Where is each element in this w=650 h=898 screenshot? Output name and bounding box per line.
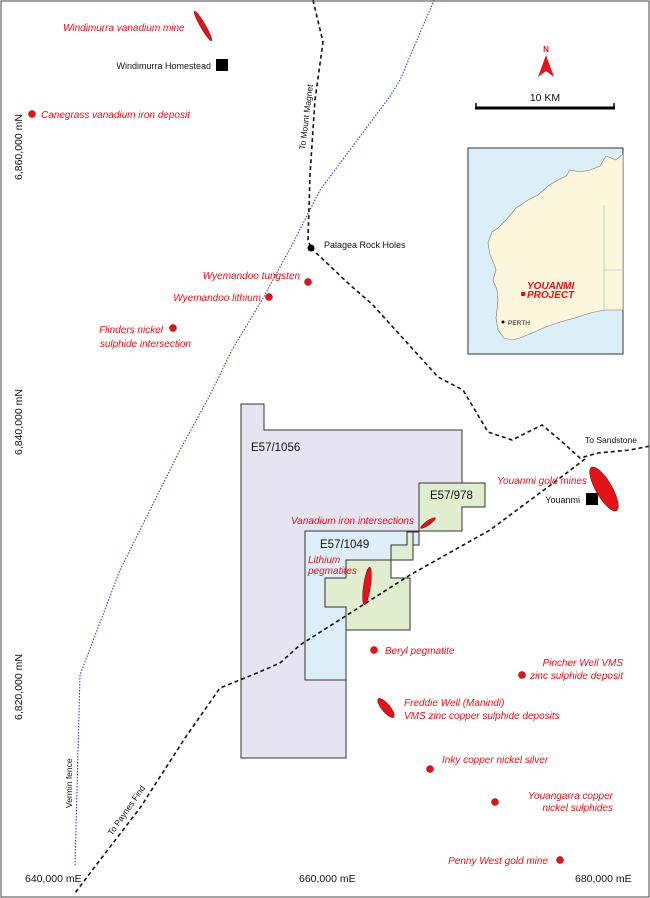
windimurra-mine-marker — [193, 10, 213, 42]
lithium-pegmatites-marker — [362, 566, 372, 606]
wyemandoo-tungsten-marker — [304, 278, 312, 286]
freddie-well-marker — [377, 698, 395, 718]
scale-label: 10 KM — [530, 92, 560, 104]
youanmi-label: Youanmi — [545, 495, 580, 505]
pincher-label-line-2: zinc sulphide deposit — [529, 671, 624, 682]
flinders-label-line-1: Flinders nickel — [99, 325, 164, 336]
inset-perth-label: PERTH — [508, 320, 530, 327]
scale-bar: 10 KM — [475, 92, 615, 110]
north-arrow: N — [538, 45, 554, 77]
inset-project-label: YOUANMI — [527, 281, 574, 292]
wyemandoo-lithium-marker — [265, 293, 273, 301]
easting-label-1: 640,000 mE — [25, 873, 82, 885]
canegrass-label: Canegrass vanadium iron deposit — [41, 110, 191, 121]
easting-label-3: 680,000 mE — [575, 873, 632, 885]
north-label: N — [543, 45, 549, 54]
palagea-label: Palagea Rock Holes — [324, 240, 406, 250]
freddie-label-line-1: Freddie Well (Manindi) — [404, 698, 504, 709]
road-label-paynes-find: To Paynes Find — [105, 783, 147, 837]
tenement-e57-1056-label: E57/1056 — [251, 442, 300, 454]
northing-label-1: 6,860,000 mN — [13, 114, 25, 180]
north-arrow-icon — [538, 55, 554, 77]
windimurra-homestead-label: Windimurra Homestead — [116, 61, 211, 71]
inset-map: YOUANMI PROJECT PERTH — [467, 147, 624, 355]
palagea-marker — [307, 244, 315, 252]
wyemandoo-tungsten-label: Wyemandoo tungsten — [203, 271, 301, 282]
windimurra-homestead-marker — [216, 59, 228, 71]
inset-perth-marker — [501, 320, 505, 324]
pincher-well-marker — [518, 671, 526, 679]
freddie-label-line-2: VMS zinc copper sulphide deposits — [404, 711, 560, 722]
vermin-fence-label: Vermin fence — [64, 758, 74, 808]
beryl-label: Beryl pegmatite — [385, 646, 455, 657]
youangarra-marker — [491, 798, 499, 806]
beryl-pegmatite-marker — [370, 646, 378, 654]
road-to-sandstone — [310, 247, 650, 459]
vermin-fence-line — [74, 0, 435, 866]
flinders-nickel-marker — [169, 324, 177, 332]
wyemandoo-lithium-label: Wyemandoo lithium — [173, 293, 261, 304]
vanadium-iron-marker — [420, 517, 436, 529]
youangarra-label-line-2: nickel sulphides — [542, 803, 613, 814]
inset-project-marker — [521, 292, 525, 296]
youanmi-gold-label: Youanmi gold mines — [497, 476, 587, 487]
easting-label-2: 660,000 mE — [299, 873, 356, 885]
road-to-mount-magnet — [307, 0, 324, 249]
lithium-label-line-2: pegmatites — [307, 566, 357, 577]
penny-west-marker — [556, 856, 564, 864]
windimurra-mine-label: Windimurra vanadium mine — [63, 23, 185, 34]
road-label-sandstone: To Sandstone — [585, 435, 637, 445]
canegrass-marker — [28, 110, 36, 118]
tenement-e57-978-label: E57/978 — [430, 490, 473, 502]
inky-marker — [426, 765, 434, 773]
tenement-e57-1049-label: E57/1049 — [320, 539, 369, 551]
inset-project-label-2: PROJECT — [527, 290, 575, 301]
northing-label-3: 6,820,000 mN — [13, 654, 25, 720]
lithium-label-line-1: Lithium — [308, 555, 340, 566]
youangarra-label-line-1: Youangarra copper — [528, 791, 614, 802]
northing-label-2: 6,840,000 mN — [13, 389, 25, 455]
road-to-paynes-find — [74, 458, 586, 894]
youanmi-marker — [586, 493, 598, 505]
youanmi-gold-marker — [589, 466, 619, 512]
inky-label: Inky copper nickel silver — [442, 755, 549, 766]
flinders-label-line-2: sulphide intersection — [100, 339, 192, 350]
penny-west-label: Penny West gold mine — [448, 856, 548, 867]
pincher-label-line-1: Pincher Well VMS — [543, 658, 624, 669]
vanadium-iron-label: Vanadium iron intersections — [291, 516, 414, 527]
